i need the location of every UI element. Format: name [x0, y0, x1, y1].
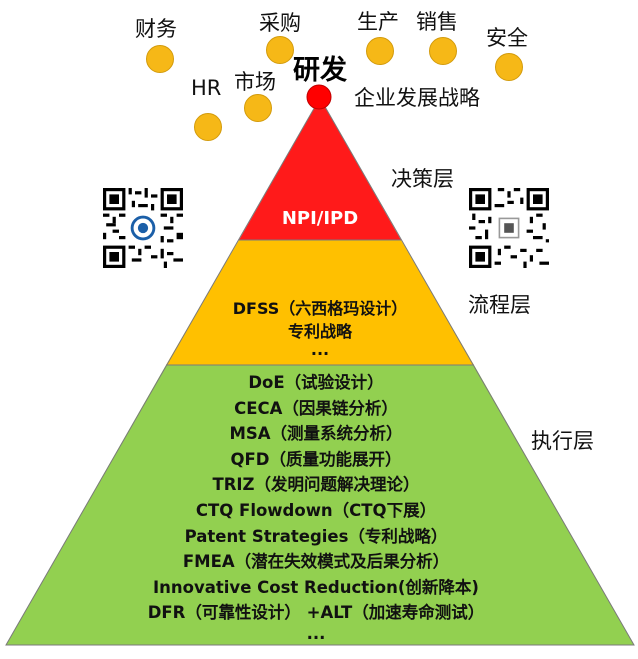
dept-label-hr: HR	[191, 76, 222, 100]
bubble-purchasing	[266, 36, 294, 64]
bottom-line: DoE（试验设计）	[248, 373, 384, 392]
pyramid-middle-text: DFSS（六西格玛设计） 专利战略 ...	[232, 297, 408, 359]
pyramid-middle-section	[166, 240, 474, 365]
qr-code-icon	[103, 188, 183, 268]
qr-code-icon	[469, 188, 549, 268]
bubble-marketing	[244, 94, 272, 122]
bottom-line: ...	[306, 623, 326, 643]
pyramid-outline	[5, 96, 635, 646]
bottom-line: CECA（因果链分析）	[234, 398, 398, 418]
tier-label-execution: 执行层	[531, 429, 594, 453]
bottom-line: FMEA（潜在失效模式及后果分析）	[182, 552, 450, 572]
middle-line: 专利战略	[287, 322, 353, 341]
bubble-hr	[194, 113, 222, 141]
dept-label-strategy: 企业发展战略	[354, 86, 480, 110]
bottom-line: TRIZ（发明问题解决理论）	[212, 475, 420, 495]
apex-dot	[306, 84, 332, 110]
bottom-line: DFR（可靠性设计） +ALT（加速寿命测试）	[147, 603, 485, 623]
pyramid-top-label: NPI/IPD	[281, 208, 359, 229]
dept-label-finance: 财务	[135, 17, 177, 41]
bottom-line: Innovative Cost Reduction(创新降本)	[153, 577, 479, 597]
bubble-production	[366, 37, 394, 65]
bubble-safety	[495, 53, 523, 81]
middle-line: DFSS（六西格玛设计）	[232, 299, 408, 318]
bottom-line: MSA（测量系统分析）	[229, 424, 403, 444]
dept-label-production: 生产	[357, 10, 399, 34]
pyramid-top-section	[239, 98, 401, 240]
dept-label-purchasing: 采购	[259, 11, 301, 35]
pyramid-bottom-text: DoE（试验设计） CECA（因果链分析） MSA（测量系统分析） QFD（质量…	[148, 370, 485, 642]
bubble-sales	[429, 37, 457, 65]
dept-label-marketing: 市场	[234, 70, 276, 94]
tier-label-decision: 决策层	[391, 167, 454, 191]
pyramid-bottom-section	[6, 365, 634, 645]
middle-line: ...	[310, 340, 330, 359]
bottom-line: QFD（质量功能展开）	[230, 449, 402, 469]
tier-label-process: 流程层	[468, 293, 531, 317]
bubble-finance	[146, 45, 174, 73]
bottom-line: Patent Strategies（专利战略）	[184, 526, 448, 546]
bottom-line: CTQ Flowdown（CTQ下展）	[195, 500, 437, 520]
dept-label-sales: 销售	[416, 10, 458, 34]
dept-label-safety: 安全	[486, 26, 528, 50]
pyramid-title: 研发	[293, 55, 347, 86]
